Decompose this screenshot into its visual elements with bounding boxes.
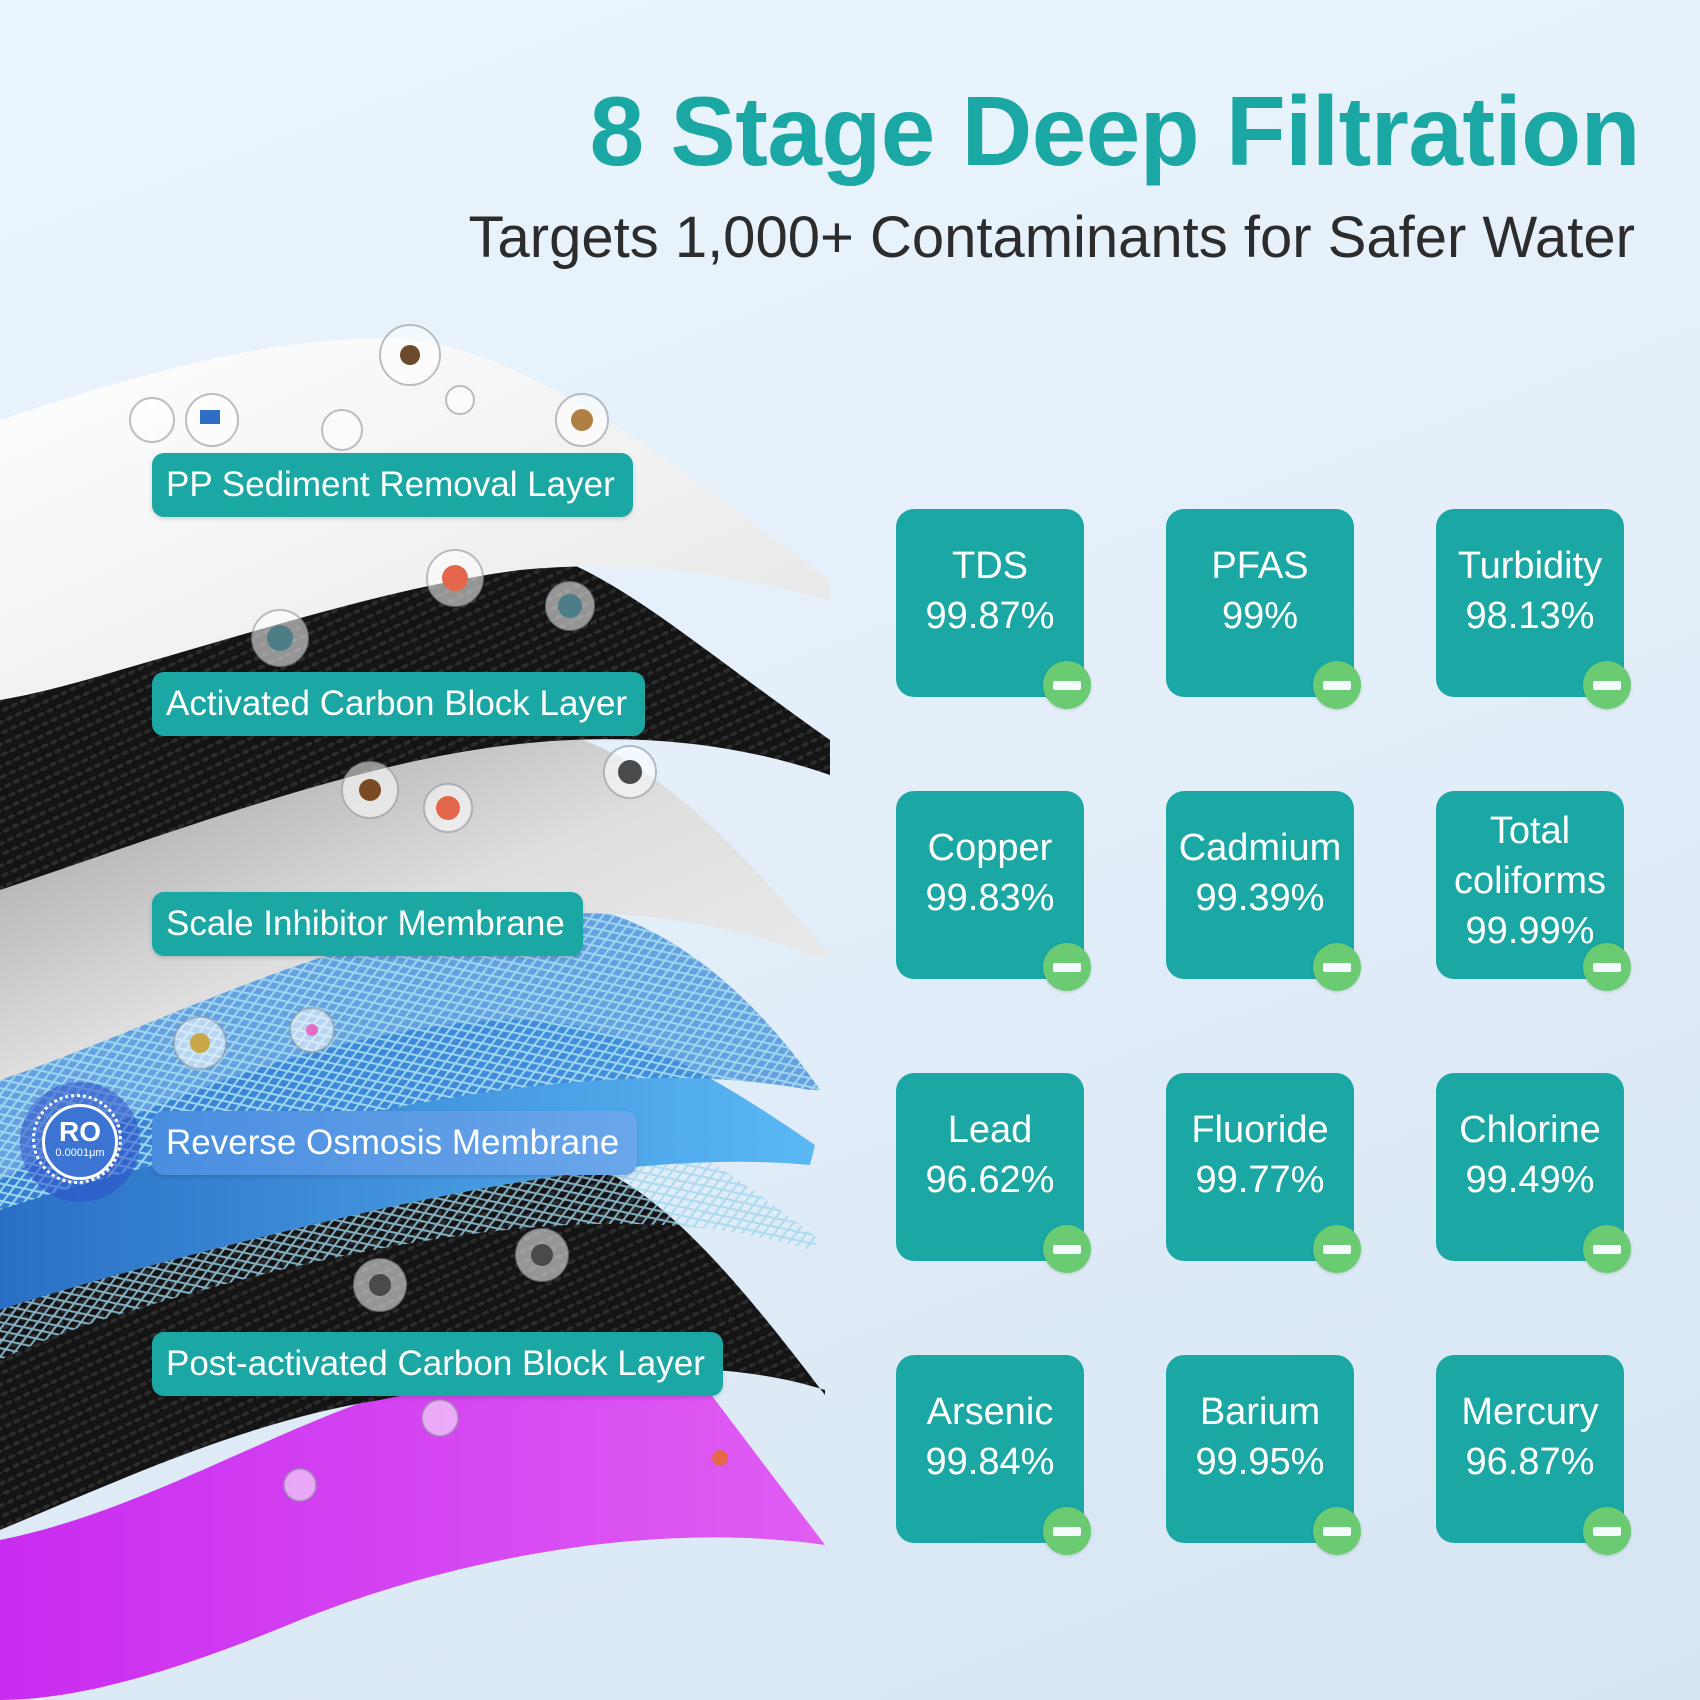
contaminant-value: 96.87% [1465, 1441, 1595, 1483]
minus-icon [1583, 661, 1631, 709]
layer-label-scale-inhibitor: Scale Inhibitor Membrane [152, 892, 583, 956]
contaminant-value: 99% [1221, 595, 1299, 637]
minus-icon [1583, 1225, 1631, 1273]
contaminant-card-lead: Lead 96.62% [896, 1073, 1091, 1273]
minus-icon [1583, 943, 1631, 991]
purple-layer [0, 1368, 825, 1700]
ro-badge: RO 0.0001μm [20, 1082, 140, 1202]
minus-icon [1043, 661, 1091, 709]
ro-badge-label: RO [59, 1116, 101, 1147]
ro-badge-pore-size: 0.0001μm [55, 1147, 105, 1159]
contaminant-value: 99.83% [925, 877, 1055, 919]
contaminant-value: 98.13% [1465, 595, 1595, 637]
contaminant-value: 99.99% [1465, 910, 1595, 952]
contaminant-name: TDS [952, 545, 1028, 587]
layer-label-pp-sediment: PP Sediment Removal Layer [152, 453, 633, 517]
contaminant-name: Cadmium [1178, 827, 1342, 869]
minus-icon [1043, 1225, 1091, 1273]
contaminant-card-barium: Barium 99.95% [1166, 1355, 1361, 1555]
minus-icon [1313, 661, 1361, 709]
contaminant-card-tds: TDS 99.87% [896, 509, 1091, 709]
contaminant-value: 99.87% [925, 595, 1055, 637]
contaminant-value: 99.49% [1465, 1159, 1595, 1201]
minus-icon [1583, 1507, 1631, 1555]
page-subtitle: Targets 1,000+ Contaminants for Safer Wa… [468, 205, 1636, 270]
contaminant-value: 96.62% [925, 1159, 1055, 1201]
contaminant-name: Copper [927, 827, 1053, 869]
contaminant-card-cadmium: Cadmium 99.39% [1166, 791, 1361, 991]
contaminant-name: Chlorine [1459, 1109, 1601, 1151]
contaminant-card-fluoride: Fluoride 99.77% [1166, 1073, 1361, 1273]
contaminant-card-chlorine: Chlorine 99.49% [1436, 1073, 1631, 1273]
contaminant-name: PFAS [1211, 545, 1309, 587]
contaminant-card-total-coliforms: Total coliforms 99.99% [1436, 791, 1631, 991]
contaminant-value: 99.95% [1195, 1441, 1325, 1483]
layer-label-activated-carbon: Activated Carbon Block Layer [152, 672, 646, 736]
particles [190, 345, 728, 1466]
contaminant-card-mercury: Mercury 96.87% [1436, 1355, 1631, 1555]
ro-badge-inner: RO 0.0001μm [42, 1104, 118, 1180]
contaminant-card-pfas: PFAS 99% [1166, 509, 1361, 709]
page-title: 8 Stage Deep Filtration [589, 76, 1641, 186]
contaminant-name: Turbidity [1457, 545, 1603, 587]
contaminant-name: Arsenic [926, 1391, 1054, 1433]
contaminant-value: 99.39% [1195, 877, 1325, 919]
contaminant-name: Barium [1199, 1391, 1321, 1433]
minus-icon [1043, 1507, 1091, 1555]
contaminant-card-turbidity: Turbidity 98.13% [1436, 509, 1631, 709]
minus-icon [1313, 1507, 1361, 1555]
layer-label-post-activated-carbon: Post-activated Carbon Block Layer [152, 1332, 723, 1396]
contaminant-name: Lead [947, 1109, 1033, 1151]
contaminant-name: Mercury [1461, 1391, 1599, 1433]
minus-icon [1043, 943, 1091, 991]
ro-dotted-ring [32, 1094, 122, 1184]
contaminant-card-arsenic: Arsenic 99.84% [896, 1355, 1091, 1555]
minus-icon [1313, 943, 1361, 991]
contaminant-name: Total coliforms [1453, 810, 1607, 902]
minus-icon [1313, 1225, 1361, 1273]
contaminant-card-copper: Copper 99.83% [896, 791, 1091, 991]
contaminant-value: 99.77% [1195, 1159, 1325, 1201]
contaminant-value: 99.84% [925, 1441, 1055, 1483]
layer-label-reverse-osmosis: Reverse Osmosis Membrane [152, 1111, 638, 1175]
contaminant-name: Fluoride [1191, 1109, 1329, 1151]
